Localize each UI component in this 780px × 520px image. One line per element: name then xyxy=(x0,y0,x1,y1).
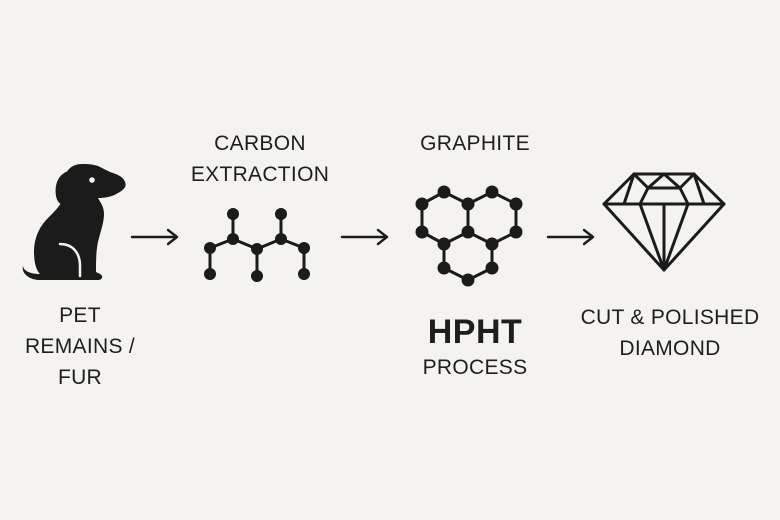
graphite-label-text: GRAPHITE xyxy=(420,132,530,155)
graphite-hexagon-icon xyxy=(415,185,523,287)
arrow-right-icon xyxy=(546,228,595,246)
carbon-label: CARBON EXTRACTION xyxy=(180,128,340,190)
pet-label: PET REMAINS / FUR xyxy=(0,300,160,393)
diamond-label-line-2: DIAMOND xyxy=(619,337,721,360)
pet-label-line-1: PET xyxy=(59,304,101,327)
graphite-label: GRAPHITE xyxy=(395,128,555,159)
arrow-right-icon xyxy=(340,228,389,246)
process-subtitle: PROCESS xyxy=(422,356,528,379)
diamond-label: CUT & POLISHED DIAMOND xyxy=(570,302,770,364)
hpht-process-label: HPHT PROCESS xyxy=(395,312,555,383)
diamond-label-line-1: CUT & POLISHED xyxy=(580,306,760,329)
dog-icon xyxy=(22,164,126,280)
carbon-chain-icon xyxy=(204,208,310,282)
diamond-icon xyxy=(602,172,726,272)
hpht-title: HPHT xyxy=(427,313,523,351)
pet-label-line-3: FUR xyxy=(57,366,103,389)
carbon-label-line-2: EXTRACTION xyxy=(190,163,330,186)
arrow-right-icon xyxy=(130,228,179,246)
pet-label-line-2: REMAINS / xyxy=(24,335,136,358)
carbon-label-line-1: CARBON xyxy=(214,132,306,155)
